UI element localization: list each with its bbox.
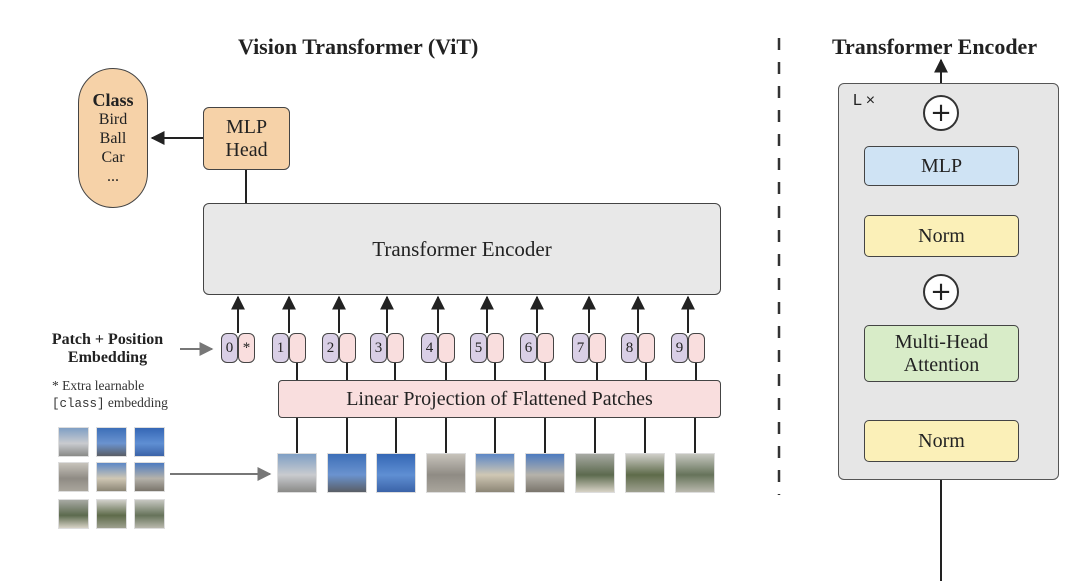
class-output: Class Bird Ball Car ... [78,68,148,208]
image-patch [525,453,565,493]
extra-note-line2: [class] embedding [52,394,168,413]
extra-class-note: * Extra learnable [class] embedding [52,377,168,413]
patch-embedding-token [537,333,554,363]
class-embedding-token: * [238,333,255,363]
position-token: 9 [671,333,688,363]
patch-position-label: Patch + Position Embedding [40,331,175,367]
norm-block-top: Norm [864,215,1019,257]
repeat-label: L × [853,92,876,109]
patch-embedding-token [387,333,404,363]
class-item: ... [107,167,119,185]
encoder-detail-title: Transformer Encoder [832,34,1038,59]
patch-embedding-token [438,333,455,363]
patch-position-line1: Patch + Position [51,331,164,348]
patch-embedding-token [289,333,306,363]
transformer-encoder-block: Transformer Encoder [203,203,721,295]
position-token: 6 [520,333,537,363]
patch-position-line2: Embedding [67,349,148,366]
image-patch [575,453,615,493]
vit-title: Vision Transformer (ViT) [238,34,479,59]
image-patch [277,453,317,493]
add-icon-bottom: + [923,274,959,310]
mlp-block: MLP [864,146,1019,186]
extra-note-line1: * Extra learnable [52,378,145,393]
position-token: 7 [572,333,589,363]
mha-line1: Multi-Head [894,330,989,353]
grid-patch [134,462,165,492]
image-patch [475,453,515,493]
grid-patch [96,462,127,492]
norm-block-bottom: Norm [864,420,1019,462]
grid-patch [58,462,89,492]
mlp-head-line2: Head [225,138,268,161]
class-item: Bird [98,110,128,128]
grid-patch [58,427,89,457]
image-patch [327,453,367,493]
position-token: 4 [421,333,438,363]
grid-patch [134,427,165,457]
token-arrows [231,295,697,380]
patch-embedding-token [688,333,705,363]
patch-embedding-token [638,333,655,363]
position-token: 5 [470,333,487,363]
multi-head-attention-block: Multi-Head Attention [864,325,1019,382]
position-token: 0 [221,333,238,363]
add-icon-top: + [923,95,959,131]
grid-patch [134,499,165,529]
position-token: 8 [621,333,638,363]
patch-embedding-token [339,333,356,363]
patch-lines [296,418,696,453]
patch-embedding-token [487,333,504,363]
mlp-head-line1: MLP [225,115,268,138]
position-token: 3 [370,333,387,363]
position-token: 1 [272,333,289,363]
class-item: Car [101,148,125,166]
image-patch [625,453,665,493]
class-token-code: [class] [52,397,105,411]
grid-patch [96,499,127,529]
patch-embedding-token [589,333,606,363]
class-item: Ball [99,129,127,147]
extra-note-rest: embedding [104,395,168,410]
image-patch [426,453,466,493]
image-patch [376,453,416,493]
grid-patch [96,427,127,457]
mha-line2: Attention [903,353,980,376]
class-header: Class [92,89,134,110]
grid-patch [58,499,89,529]
mlp-head: MLP Head [203,107,290,170]
position-token: 2 [322,333,339,363]
linear-projection: Linear Projection of Flattened Patches [278,380,721,418]
image-patch [675,453,715,493]
